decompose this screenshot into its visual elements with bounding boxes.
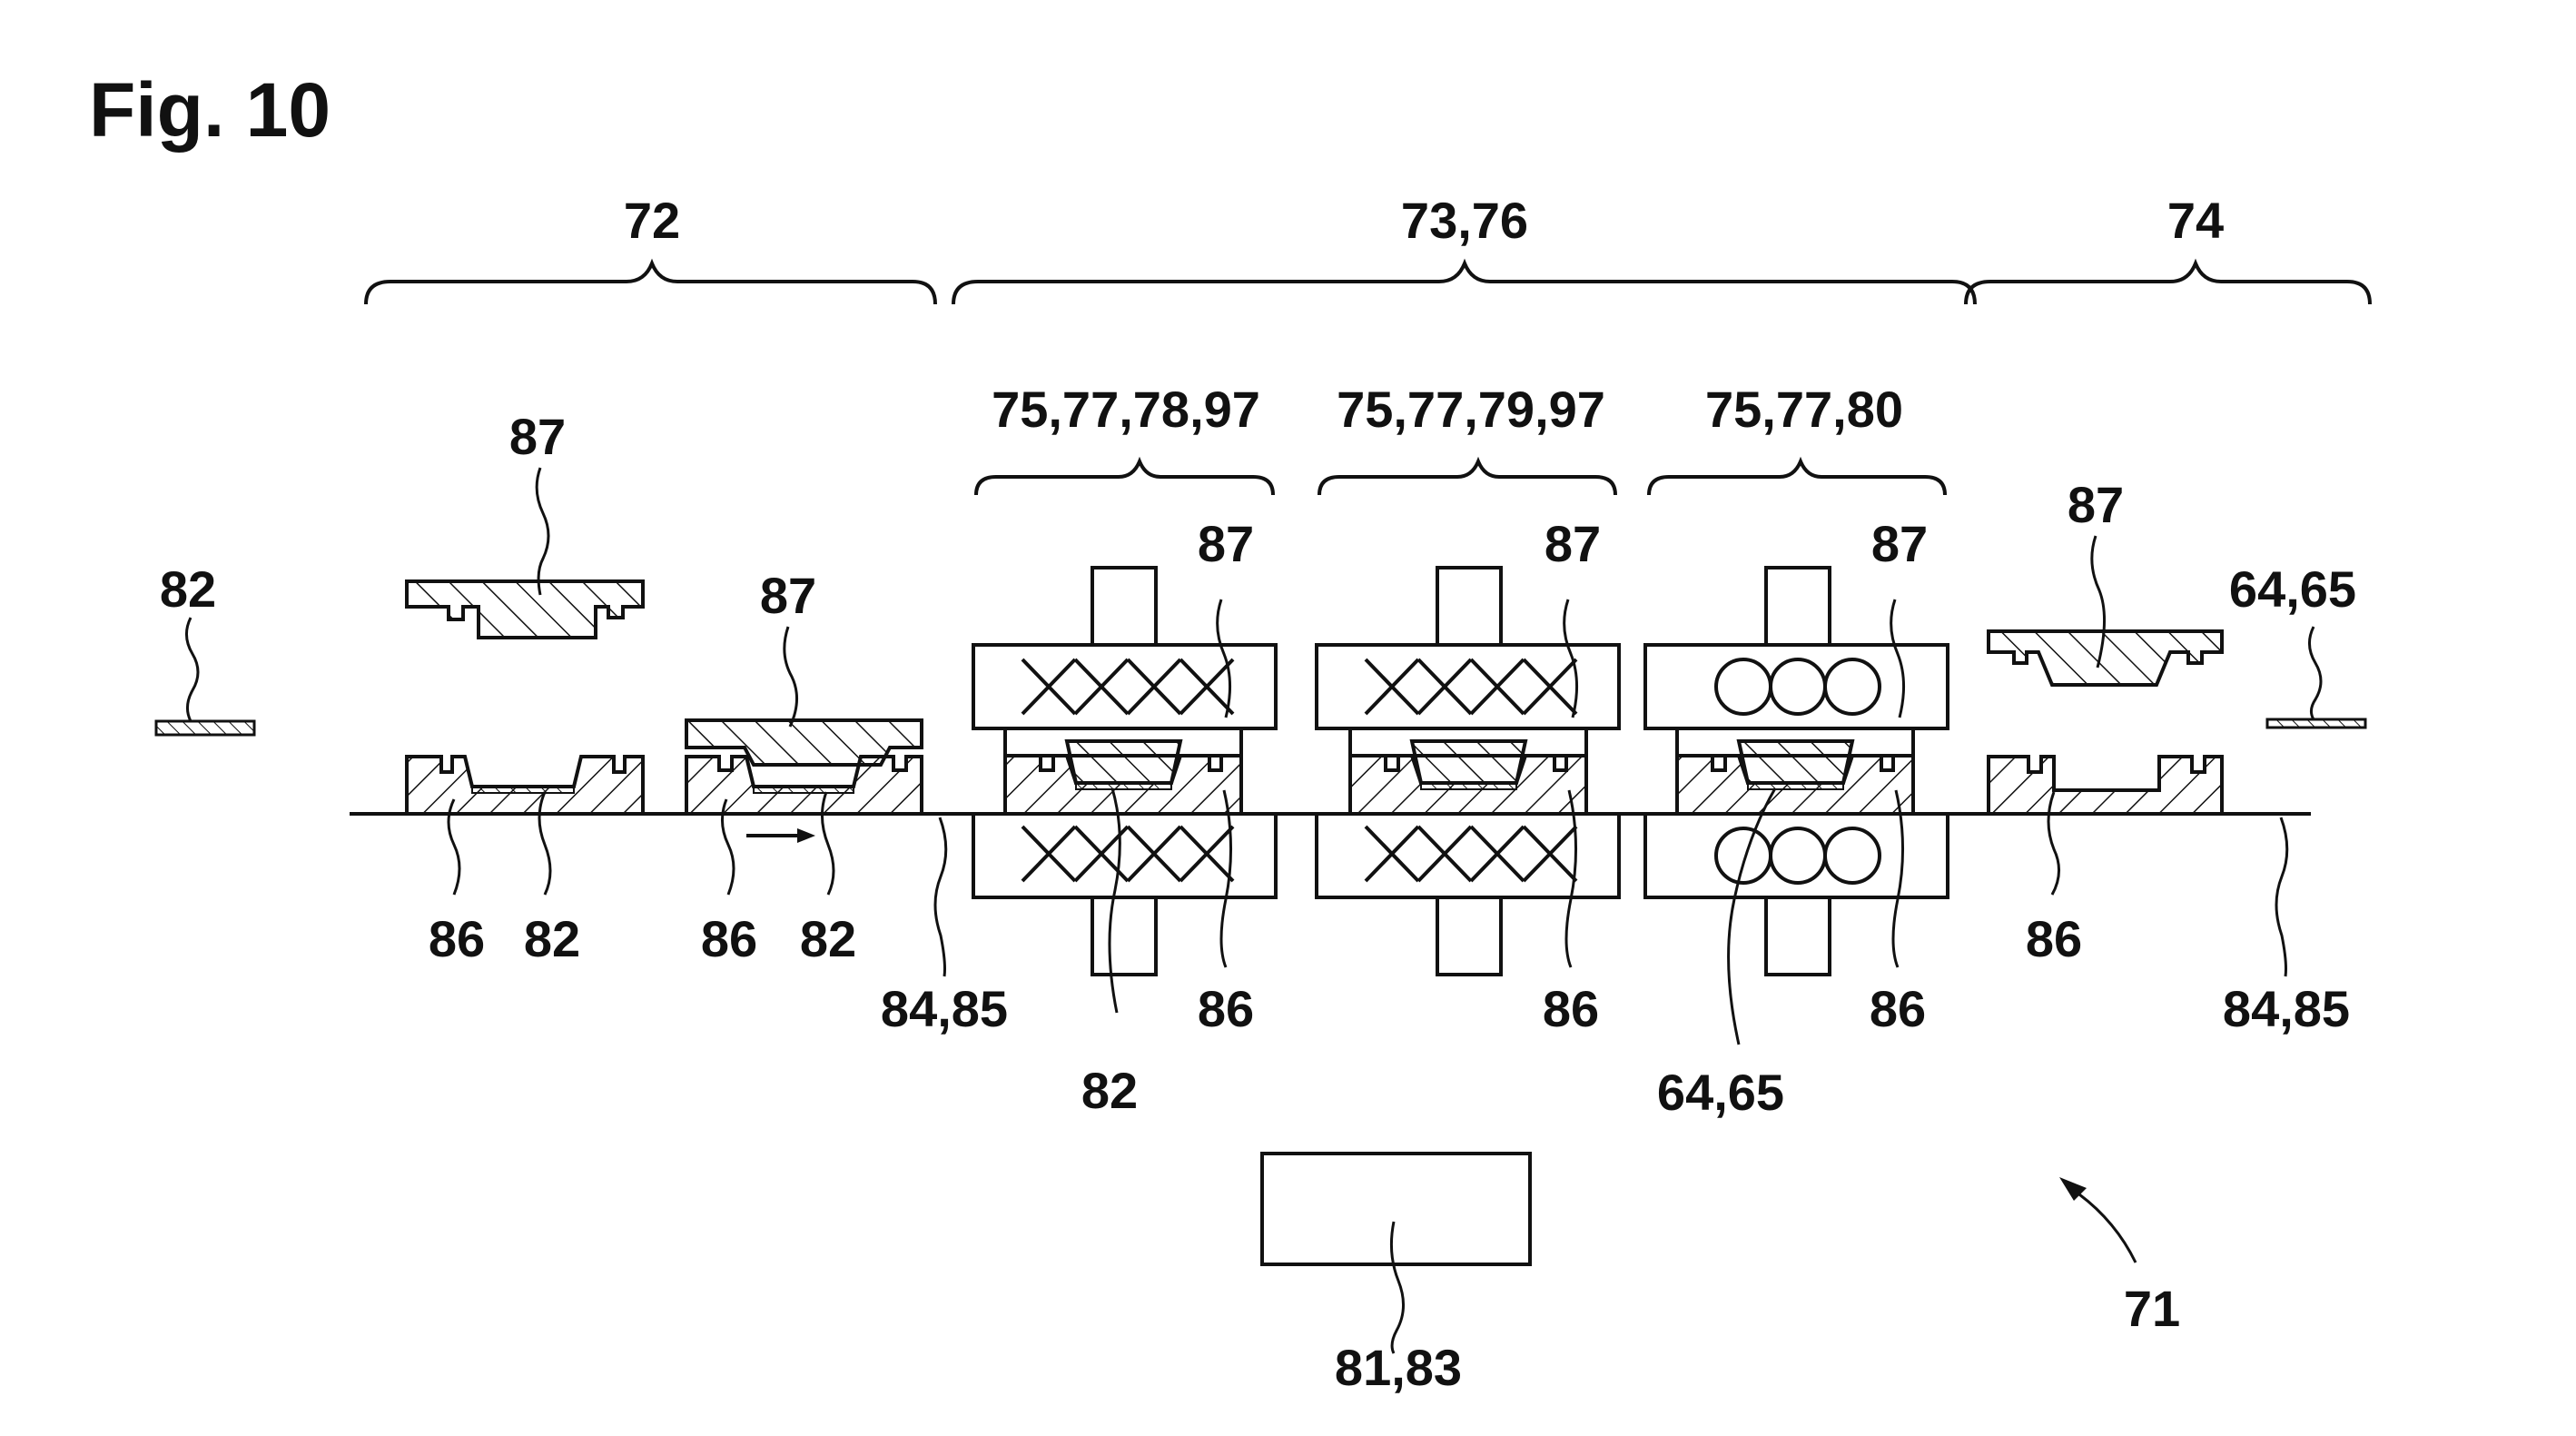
section-label-left: 72	[624, 192, 680, 249]
system-arrow-shaft	[2078, 1193, 2137, 1263]
foil-1-label: 82	[524, 910, 580, 967]
station-brace-c: 75,77,80	[1647, 381, 1947, 496]
top-part-6-label: 87	[2068, 476, 2124, 533]
system-label: 71	[2124, 1280, 2180, 1337]
station-c-lower-shaft	[1764, 896, 1831, 976]
foil-output: 64,65	[2229, 560, 2367, 729]
foil-input: 82	[154, 560, 256, 737]
conveyor-left-label: 84,85	[881, 980, 1008, 1037]
assembly-2: 87 86 82	[685, 567, 923, 967]
system-arrow-head	[2059, 1177, 2087, 1201]
section-brace-left: 72	[364, 192, 937, 305]
conveyor-right-leader	[2275, 817, 2289, 977]
x-pattern-upper-a	[1021, 658, 1235, 716]
top-part-5	[1736, 739, 1855, 785]
top-part-3-label: 87	[1198, 515, 1254, 572]
conveyor-left-leader	[933, 817, 948, 977]
station-label-b: 75,77,79,97	[1337, 381, 1605, 438]
foil-input-label: 82	[160, 560, 216, 618]
section-label-right: 74	[2167, 192, 2224, 249]
assembly-6: 87 86	[1987, 476, 2224, 967]
top-part-1	[405, 579, 645, 639]
carrier-1-label: 86	[429, 910, 485, 967]
top-part-3	[1064, 739, 1183, 785]
station-b: 87 86	[1315, 515, 1621, 1037]
carrier-6-label: 86	[2026, 910, 2082, 967]
control-unit-box	[1260, 1152, 1532, 1266]
assembly-1: 87 86 82	[405, 408, 645, 967]
product-5-label: 64,65	[1657, 1064, 1784, 1121]
top-part-5-label: 87	[1871, 515, 1928, 572]
carrier-4-label: 86	[1543, 980, 1599, 1037]
station-a-upper-shaft	[1091, 566, 1158, 647]
carrier-3-label: 86	[1198, 980, 1254, 1037]
carrier-2-label: 86	[701, 910, 757, 967]
top-part-4-label: 87	[1545, 515, 1601, 572]
section-label-middle: 73,76	[1401, 192, 1528, 249]
x-pattern-lower-a	[1021, 825, 1235, 883]
station-brace-b: 75,77,79,97	[1318, 381, 1617, 496]
carrier-6	[1987, 755, 2224, 816]
station-label-a: 75,77,78,97	[992, 381, 1260, 438]
station-b-lower-shaft	[1436, 896, 1503, 976]
x-pattern-lower-b	[1364, 825, 1578, 883]
circle-upper-3	[1823, 658, 1881, 716]
foil-3-label: 82	[1081, 1062, 1138, 1119]
control-unit: 81,83	[1260, 1152, 1532, 1396]
direction-arrow-head	[797, 828, 815, 843]
carrier-2	[685, 755, 923, 816]
station-label-c: 75,77,80	[1705, 381, 1903, 438]
top-part-6	[1987, 629, 2224, 687]
station-c: 87 64,65 86	[1643, 515, 1949, 1121]
section-brace-middle: 73,76	[952, 192, 1977, 305]
x-pattern-upper-b	[1364, 658, 1578, 716]
foil-2-label: 82	[800, 910, 856, 967]
top-part-4	[1409, 739, 1528, 785]
circle-lower-3	[1823, 827, 1881, 885]
station-a: 87 82 86	[972, 515, 1278, 1119]
station-b-upper-shaft	[1436, 566, 1503, 647]
system-indicator: 71	[2059, 1177, 2180, 1337]
top-part-2-label: 87	[760, 567, 816, 624]
station-c-upper-shaft	[1764, 566, 1831, 647]
station-a-lower-shaft	[1091, 896, 1158, 976]
conveyor-right-label: 84,85	[2223, 980, 2350, 1037]
foil-output-label: 64,65	[2229, 560, 2356, 618]
control-unit-label: 81,83	[1335, 1339, 1462, 1396]
top-part-1-label: 87	[509, 408, 566, 465]
foil-in-carrier-1	[471, 786, 575, 794]
carrier-1	[405, 755, 645, 816]
station-brace-a: 75,77,78,97	[974, 381, 1275, 496]
section-brace-right: 74	[1964, 192, 2372, 305]
figure-title: Fig. 10	[89, 67, 331, 153]
carrier-5-label: 86	[1870, 980, 1926, 1037]
